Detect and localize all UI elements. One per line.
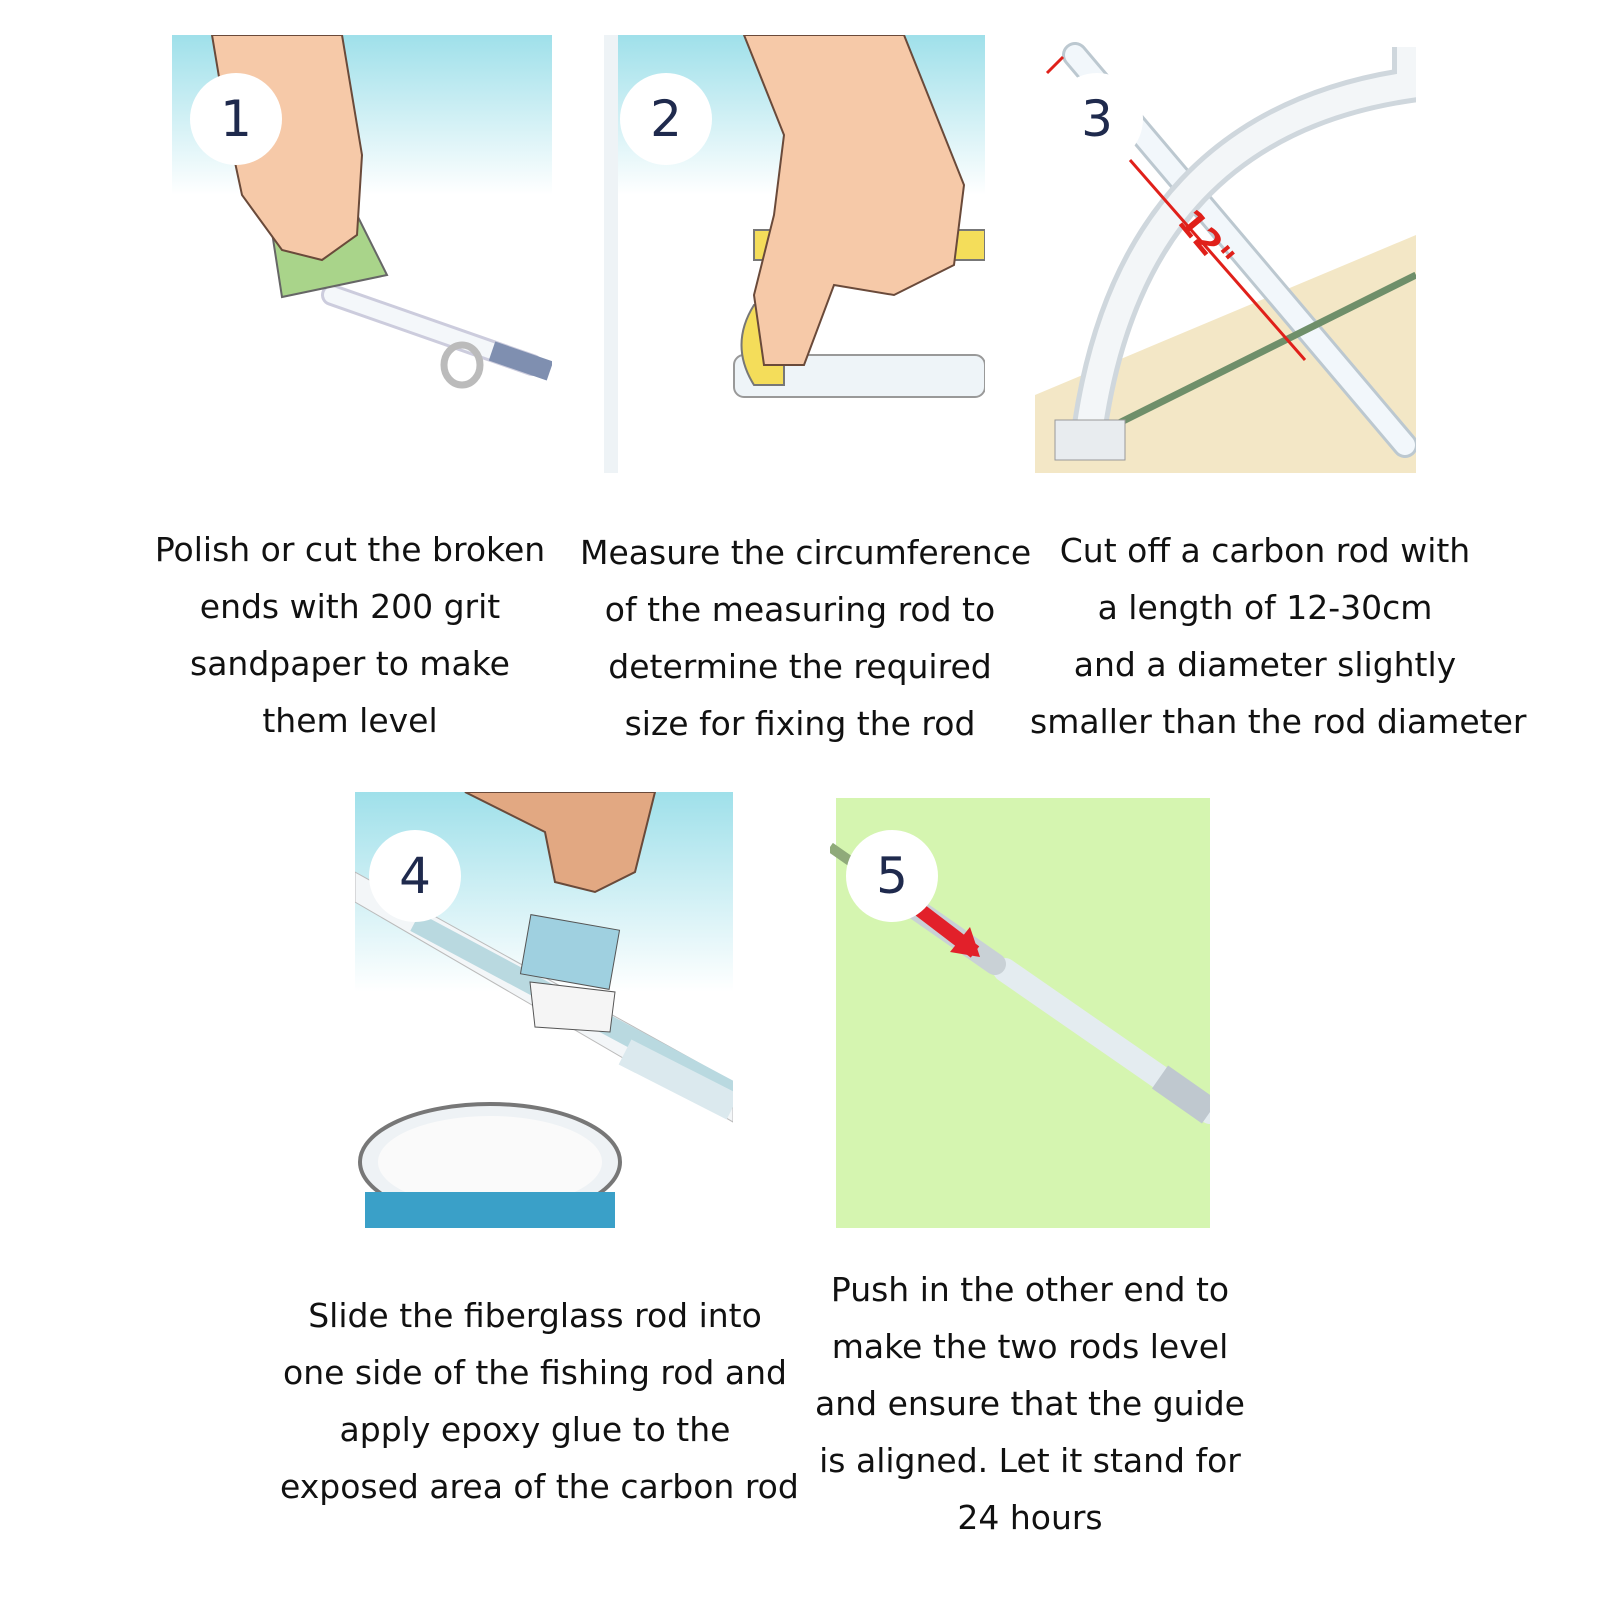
step-4-illustration: 4: [355, 792, 733, 1228]
caption-line: Measure the circumference: [580, 533, 1032, 572]
caption-line: Polish or cut the broken: [154, 530, 546, 569]
caption-line: is aligned. Let it stand for: [819, 1441, 1241, 1480]
hacksaw-cutting-illustration: [1035, 42, 1416, 473]
caption-line: Cut off a carbon rod with: [1059, 531, 1471, 570]
step-4-caption: Slide the fiberglass rod into one side o…: [280, 1287, 799, 1515]
caption-line: of the measuring rod to: [604, 590, 996, 629]
step-number-badge: 5: [846, 830, 938, 922]
caption-line: them level: [262, 701, 438, 740]
caption-line: apply epoxy glue to the: [339, 1410, 731, 1449]
caption-line: and ensure that the guide: [815, 1384, 1245, 1423]
caption-line: sandpaper to make: [190, 644, 510, 683]
caption-line: Slide the fiberglass rod into: [308, 1296, 762, 1335]
step-5-illustration: 5: [830, 792, 1210, 1228]
step-2-caption: Measure the circumference of the measuri…: [580, 524, 1032, 752]
caption-line: smaller than the rod diameter: [1030, 702, 1527, 741]
step-3-illustration: 12" 3: [1035, 35, 1416, 473]
step-5-caption: Push in the other end to make the two ro…: [815, 1261, 1245, 1546]
caption-line: a length of 12-30cm: [1097, 588, 1433, 627]
step-3-caption: Cut off a carbon rod with a length of 12…: [1030, 522, 1527, 750]
step-1-caption: Polish or cut the broken ends with 200 g…: [150, 521, 550, 749]
step-2-illustration: 2: [604, 35, 985, 473]
caption-line: determine the required: [608, 647, 992, 686]
epoxy-glue-illustration: [355, 792, 733, 1228]
step-number-badge: 3: [1051, 73, 1143, 165]
caption-line: make the two rods level: [831, 1327, 1229, 1366]
step-number-badge: 2: [620, 73, 712, 165]
caption-line: Push in the other end to: [830, 1270, 1230, 1309]
step-1-illustration: 1: [172, 35, 552, 473]
step-number-badge: 4: [369, 830, 461, 922]
caption-line: one side of the fishing rod and: [283, 1353, 787, 1392]
caption-line: 24 hours: [957, 1498, 1103, 1537]
caption-line: exposed area of the carbon rod: [280, 1467, 799, 1506]
caption-line: and a diameter slightly: [1073, 645, 1457, 684]
step-number-badge: 1: [190, 73, 282, 165]
caption-line: size for fixing the rod: [624, 704, 976, 743]
caption-line: ends with 200 grit: [199, 587, 501, 626]
